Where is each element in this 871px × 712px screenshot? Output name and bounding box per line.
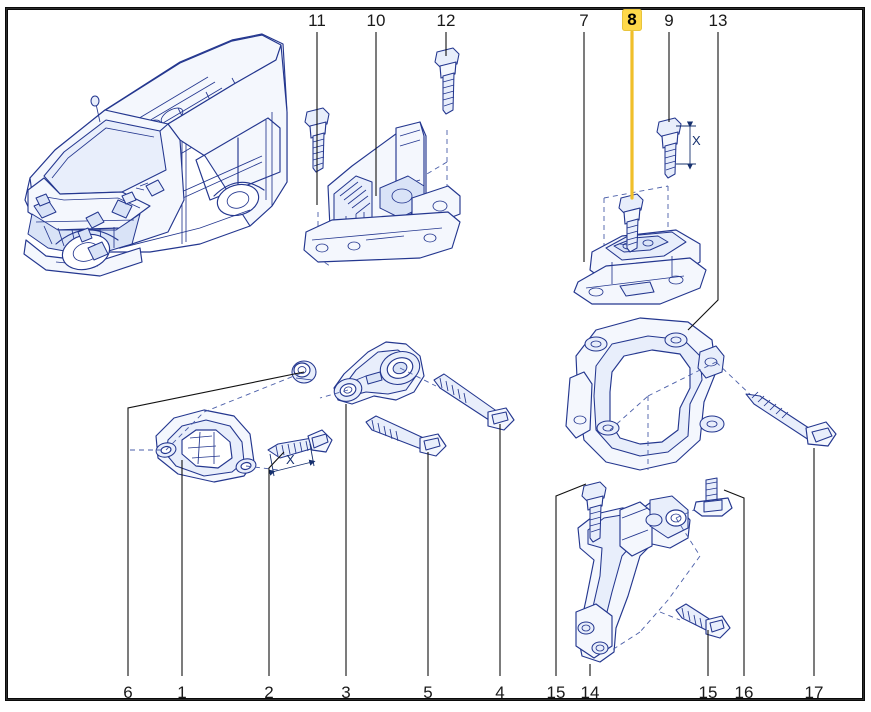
- callout-7[interactable]: 7: [571, 10, 597, 32]
- callout-12[interactable]: 12: [433, 10, 459, 32]
- callout-9[interactable]: 9: [656, 10, 682, 32]
- callout-12-number: 12: [436, 11, 456, 30]
- callout-15-right[interactable]: 15: [695, 682, 721, 704]
- callout-4[interactable]: 4: [487, 682, 513, 704]
- part-bolt-11: [304, 107, 330, 173]
- callout-5[interactable]: 5: [415, 682, 441, 704]
- callout-14-number: 14: [580, 683, 600, 702]
- part-bolt-15-left: [581, 481, 607, 543]
- callout-2[interactable]: 2: [256, 682, 282, 704]
- part-bolt-9: [656, 117, 682, 179]
- callout-13[interactable]: 13: [705, 10, 731, 32]
- callout-8-number: 8: [622, 9, 642, 31]
- callout-6[interactable]: 6: [115, 682, 141, 704]
- callout-7-number: 7: [579, 11, 589, 30]
- callout-16-number: 16: [734, 683, 754, 702]
- part-torque-rod-group: [319, 341, 515, 457]
- part-bolt-2: [267, 429, 333, 459]
- callout-15-left-number: 15: [546, 683, 566, 702]
- part-bolt-8-highlighted: [618, 193, 644, 253]
- part-bolt-15-right: [675, 603, 731, 639]
- callout-15-right-number: 15: [698, 683, 718, 702]
- dimension-indicator-right: [676, 121, 696, 170]
- callout-11[interactable]: 11: [304, 10, 330, 32]
- dimension-label-x-right: X: [692, 133, 701, 148]
- part-bolt-5: [365, 415, 447, 457]
- callout-15-left[interactable]: 15: [543, 682, 569, 704]
- callout-3-number: 3: [341, 683, 351, 702]
- callout-10-number: 10: [366, 11, 386, 30]
- callout-9-number: 9: [664, 11, 674, 30]
- part-bolt-4: [433, 373, 515, 431]
- callout-1[interactable]: 1: [169, 682, 195, 704]
- callout-8-highlighted[interactable]: 8: [619, 9, 645, 31]
- part-bolt-17: [745, 391, 837, 447]
- bottom-leaders: [127, 371, 815, 676]
- callout-17[interactable]: 17: [801, 682, 827, 704]
- part-gearbox-support-group: [575, 477, 733, 663]
- part-left-engine-mount-group: [130, 360, 333, 483]
- callout-10[interactable]: 10: [363, 10, 389, 32]
- callout-14[interactable]: 14: [577, 682, 603, 704]
- top-leaders: [316, 30, 719, 331]
- callout-4-number: 4: [495, 683, 505, 702]
- part-subframe-cradle-group: [565, 317, 837, 471]
- callout-11-number: 11: [308, 11, 326, 30]
- dimension-label-x-left: X: [286, 452, 295, 467]
- callout-17-number: 17: [804, 683, 824, 702]
- callout-16[interactable]: 16: [731, 682, 757, 704]
- callout-6-number: 6: [123, 683, 133, 702]
- part-gearbox-mount-group: [573, 117, 707, 305]
- callout-1-number: 1: [177, 683, 187, 702]
- callout-2-number: 2: [264, 683, 274, 702]
- vehicle-illustration: [23, 33, 288, 277]
- callout-3[interactable]: 3: [333, 682, 359, 704]
- part-bolt-12: [434, 47, 460, 115]
- part-bolt-16: [693, 477, 733, 517]
- callout-5-number: 5: [423, 683, 433, 702]
- callout-13-number: 13: [708, 11, 728, 30]
- part-engine-mount-bracket-group: [303, 47, 461, 267]
